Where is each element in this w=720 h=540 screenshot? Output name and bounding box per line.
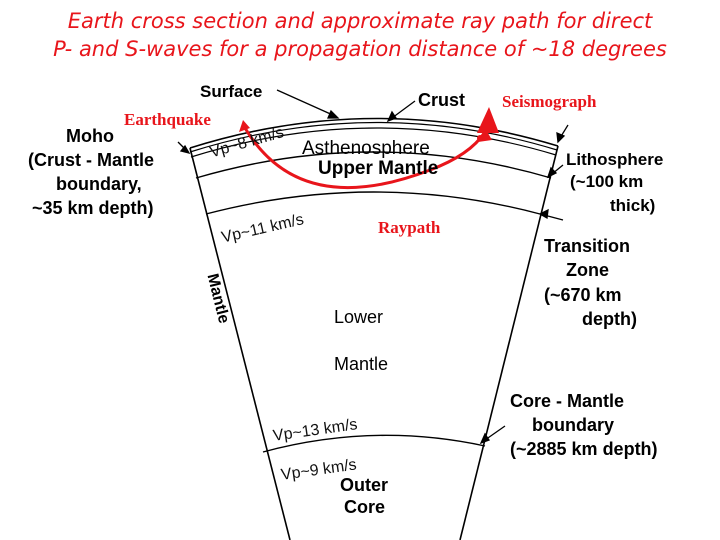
surface-line — [189, 117, 559, 149]
seismograph-icon — [477, 107, 499, 133]
asthenosphere-label: Asthenosphere — [302, 138, 430, 159]
seismograph-label: Seismograph — [502, 92, 597, 111]
transition-label-1: Transition — [544, 236, 631, 256]
crust-label: Crust — [418, 90, 466, 110]
cmb-label-2: boundary — [532, 415, 615, 435]
earthquake-label: Earthquake — [124, 110, 211, 129]
transition-zone-line — [205, 191, 541, 215]
right-wedge-edge — [459, 145, 559, 540]
lithosphere-label: Lithosphere — [566, 150, 664, 169]
seismograph-station-dot — [477, 135, 483, 141]
title-line-2: P- and S-waves for a propagation distanc… — [53, 37, 667, 61]
moho-desc-3: ~35 km depth) — [32, 198, 154, 218]
moho-label: Moho — [66, 126, 114, 146]
outer-core-label-2: Core — [344, 497, 386, 517]
moho-desc-2: boundary, — [56, 174, 142, 194]
transition-label-4: depth) — [582, 309, 637, 329]
lithosphere-base-line — [195, 151, 552, 179]
moho-desc-1: (Crust - Mantle — [28, 150, 154, 170]
surface-label: Surface — [200, 82, 263, 101]
upper-mantle-label: Upper Mantle — [318, 158, 439, 179]
pointer-arrows — [177, 89, 569, 445]
left-wedge-edge — [189, 147, 291, 540]
moho-line — [190, 127, 557, 158]
outer-core-label-1: Outer — [340, 475, 389, 495]
earthquake-marker — [239, 120, 250, 132]
crust-line — [189, 121, 558, 153]
raypath-label: Raypath — [378, 218, 441, 237]
lithosphere-desc-2: thick) — [610, 196, 656, 215]
cmb-label-1: Core - Mantle — [510, 391, 625, 411]
raypath-curve — [243, 127, 487, 190]
cmb-label-3: (~2885 km depth) — [510, 439, 658, 459]
core-mantle-boundary-line — [262, 434, 486, 453]
lower-mantle-label-2: Mantle — [334, 354, 389, 374]
transition-label-2: Zone — [566, 260, 609, 280]
lithosphere-desc-1: (~100 km — [570, 172, 644, 191]
transition-label-3: (~670 km — [544, 285, 622, 305]
lower-mantle-label-1: Lower — [334, 307, 384, 327]
title-line-1: Earth cross section and approximate ray … — [67, 9, 653, 33]
